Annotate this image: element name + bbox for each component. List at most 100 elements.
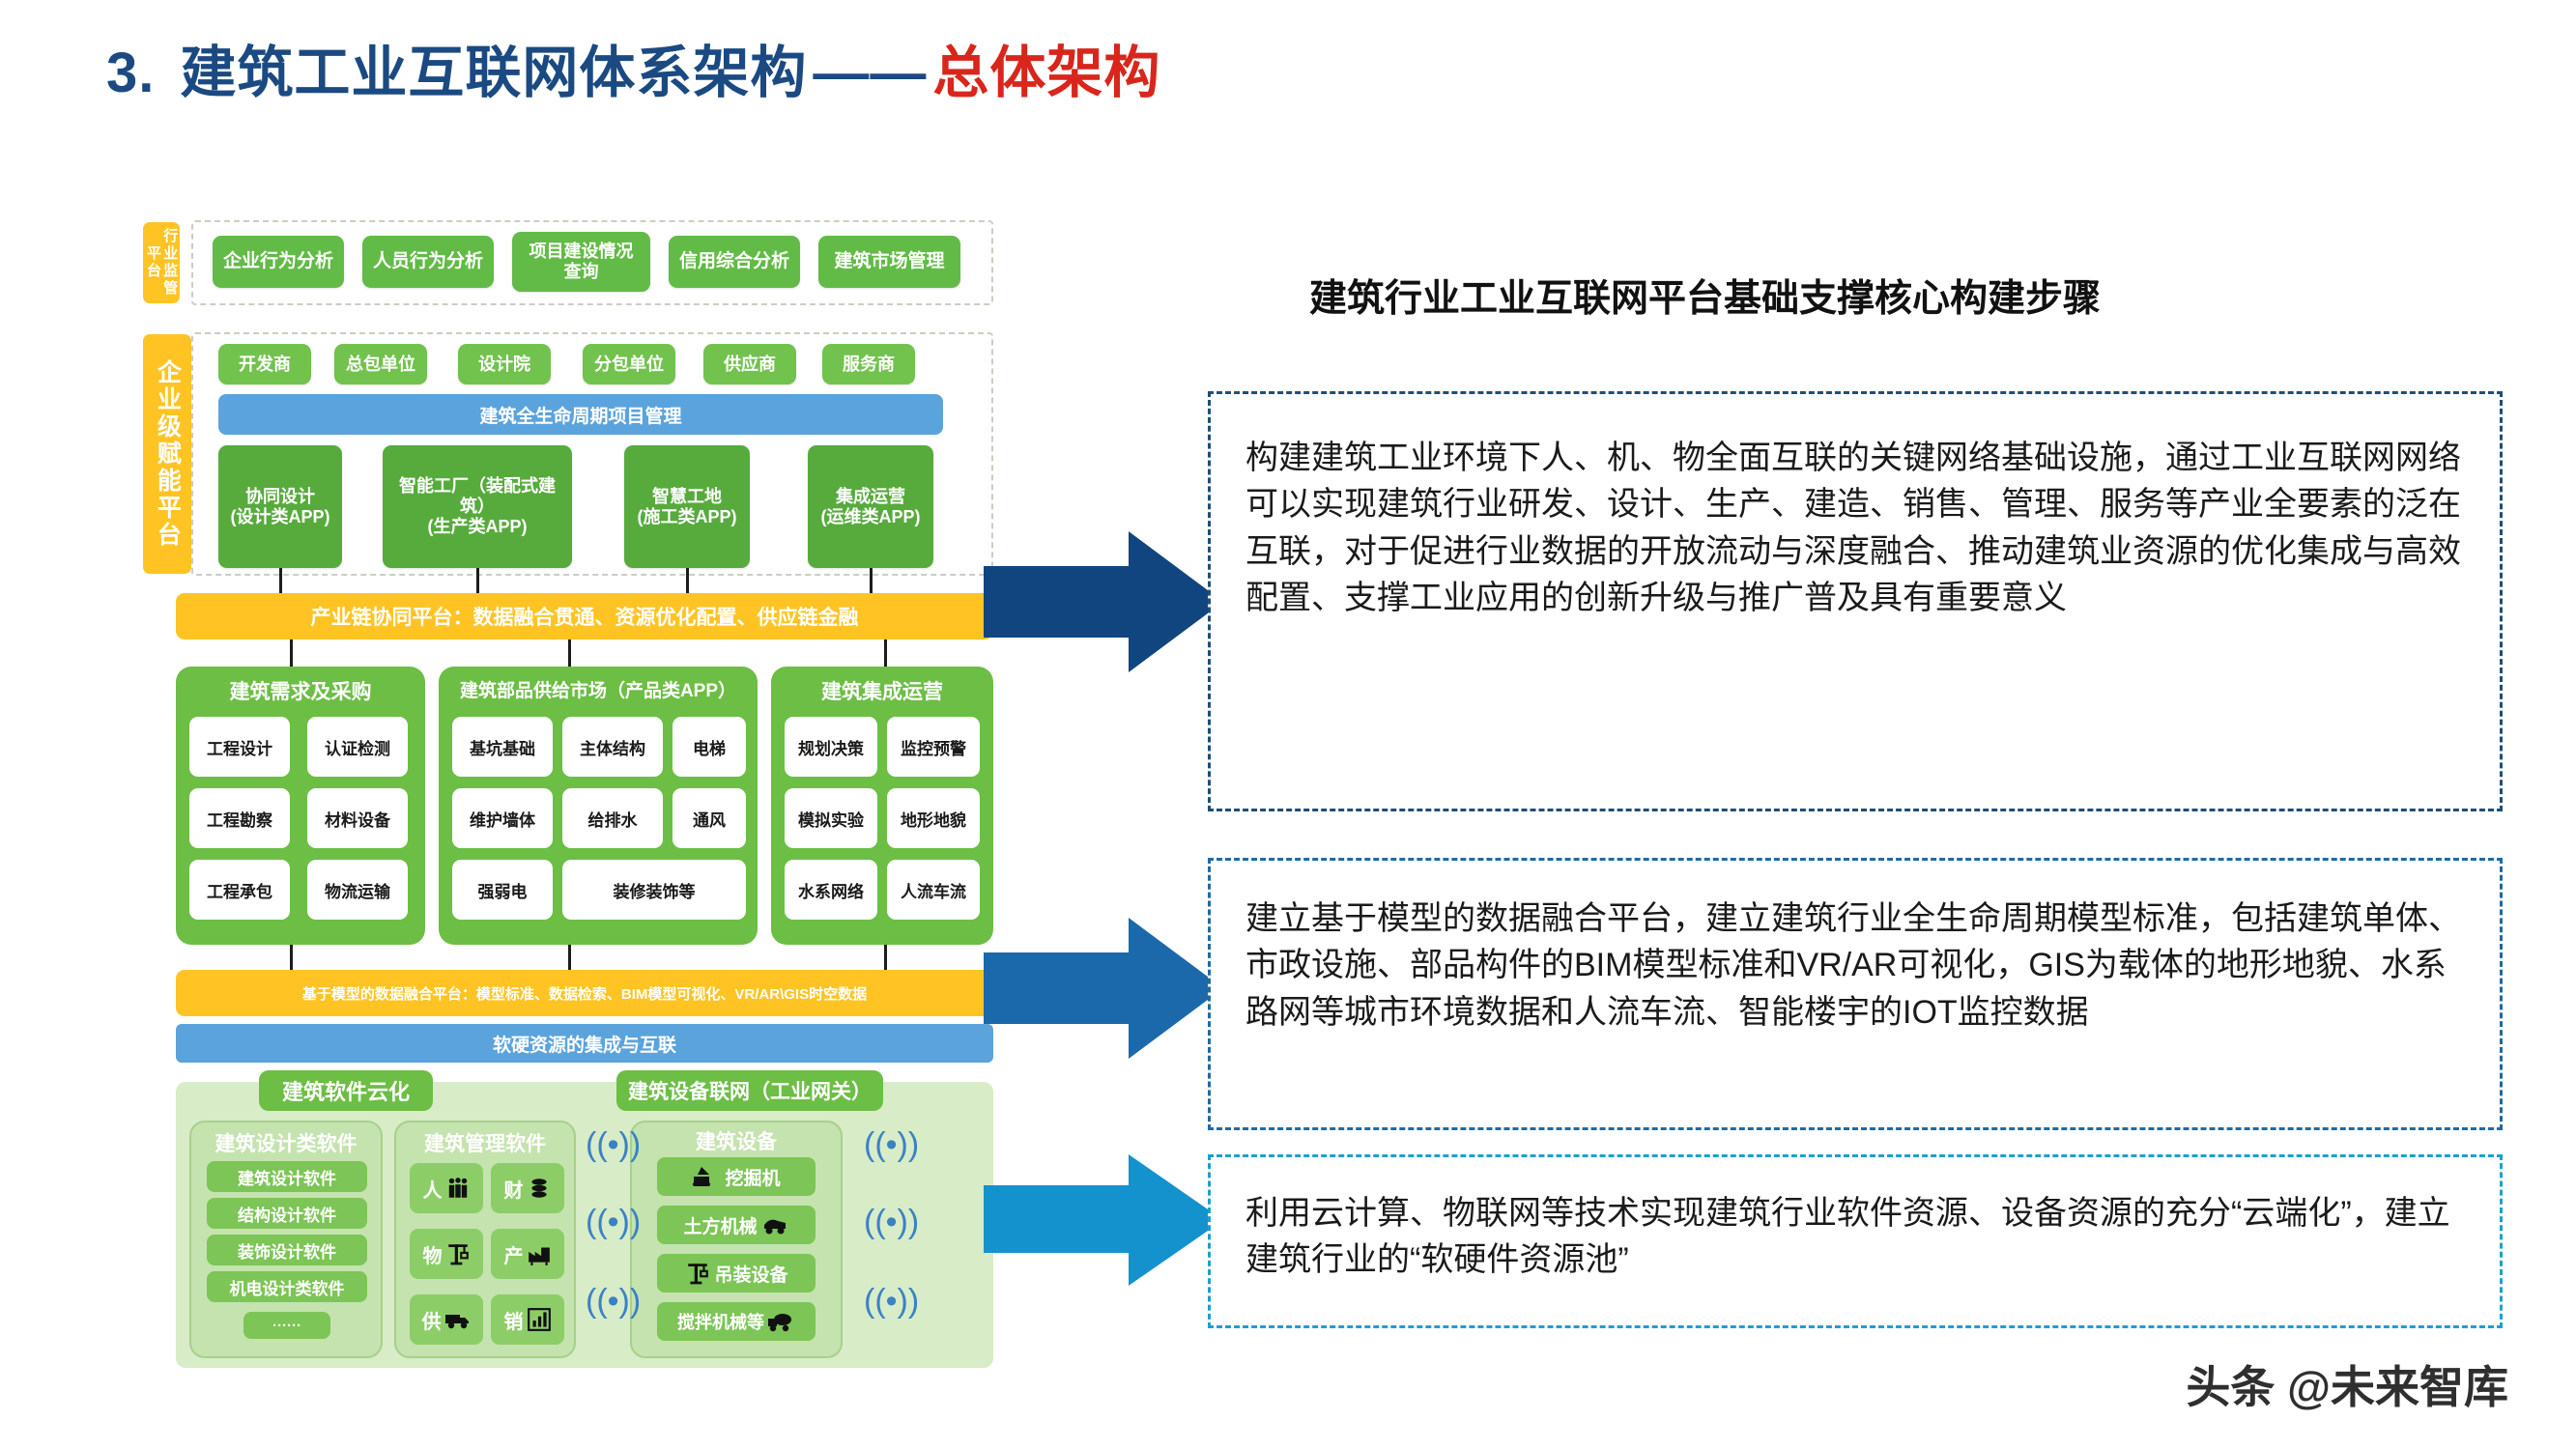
- layer2-container: [191, 332, 993, 576]
- equipment-item-0[interactable]: 挖掘机: [657, 1157, 816, 1196]
- column-0-cell-4[interactable]: 工程承包: [189, 860, 290, 920]
- title-dash: ——: [813, 42, 928, 104]
- column-0-cell-3[interactable]: 材料设备: [307, 788, 408, 848]
- management-tile-0-label: 人: [422, 1179, 443, 1202]
- layer2-app-0[interactable]: 协同设计 (设计类APP): [218, 445, 342, 568]
- wifi-icon-a2: ((•)): [586, 1204, 642, 1240]
- column-0-cell-0[interactable]: 工程设计: [189, 717, 290, 777]
- equipment-item-2[interactable]: 吊装设备: [657, 1254, 816, 1293]
- column-1-cell-1[interactable]: 主体结构: [562, 717, 663, 777]
- layer1-item-3[interactable]: 信用综合分析: [669, 236, 800, 288]
- equipment-iot-label[interactable]: 建筑设备联网（工业网关）: [616, 1070, 883, 1111]
- factory-icon: [528, 1247, 550, 1265]
- layer2-role-3[interactable]: 分包单位: [583, 344, 675, 384]
- wifi-icon-b1: ((•)): [864, 1126, 920, 1163]
- equipment-item-3[interactable]: 搅拌机械等: [657, 1302, 816, 1341]
- layer2-role-4[interactable]: 供应商: [703, 344, 796, 384]
- design-software-item-4[interactable]: ······: [243, 1312, 330, 1339]
- layer2-role-0[interactable]: 开发商: [218, 344, 311, 384]
- info-box-1: 构建建筑工业环境下人、机、物全面互联的关键网络基础设施，通过工业互联网网络可以实…: [1208, 391, 2503, 811]
- connector-app-0: [279, 568, 282, 593]
- management-tile-5-label: 销: [503, 1311, 524, 1333]
- column-1-cell-7[interactable]: 装修装饰等: [562, 860, 746, 920]
- arrow-1-icon: [984, 531, 1223, 672]
- info-box-2-text: 建立基于模型的数据融合平台，建立建筑行业全生命周期模型标准，包括建筑单体、市政设…: [1245, 900, 2461, 1031]
- management-tile-5[interactable]: 销: [491, 1294, 564, 1345]
- column-2-cell-1[interactable]: 监控预警: [887, 717, 980, 777]
- wifi-icon-b2: ((•)): [864, 1204, 920, 1240]
- connector-col-1: [568, 639, 571, 667]
- equipment-item-1-label: 土方机械: [683, 1216, 758, 1237]
- layer2-app-3[interactable]: 集成运营 (运维类APP): [808, 445, 933, 568]
- column-2-cell-3[interactable]: 地形地貌: [887, 788, 980, 848]
- equipment-item-1[interactable]: 土方机械: [657, 1206, 816, 1244]
- column-1-cell-4[interactable]: 给排水: [562, 788, 663, 848]
- design-software-group: 建筑设计类软件 建筑设计软件 结构设计软件 装饰设计软件 机电设计类软件 ···…: [189, 1121, 383, 1358]
- layer1-container: [191, 220, 993, 305]
- model-data-fusion-bar: 基于模型的数据融合平台：模型标准、数据检索、BIM模型可视化、VR/AR\GIS…: [176, 970, 993, 1016]
- management-software-group-label: 建筑管理软件: [424, 1133, 546, 1155]
- software-cloud-label[interactable]: 建筑软件云化: [259, 1070, 433, 1111]
- management-tile-2-label: 物: [422, 1245, 443, 1267]
- connector-col-0-bottom: [290, 945, 293, 970]
- title-main: 建筑工业互联网体系架构: [180, 42, 808, 104]
- design-software-item-3[interactable]: 机电设计类软件: [207, 1271, 367, 1302]
- column-0-cell-2[interactable]: 工程勘察: [189, 788, 290, 848]
- connector-col-0: [290, 639, 293, 667]
- right-panel-heading: 建筑行业工业互联网平台基础支撑核心构建步骤: [1309, 278, 2102, 320]
- connector-app-2: [686, 568, 689, 593]
- layer2-app-2[interactable]: 智慧工地 (施工类APP): [624, 445, 750, 568]
- layer2-app-1[interactable]: 智能工厂（装配式建筑） (生产类APP): [383, 445, 572, 568]
- column-2-cell-2[interactable]: 模拟实验: [785, 788, 877, 848]
- title-number: 3.: [106, 42, 156, 104]
- column-0-cell-5[interactable]: 物流运输: [307, 860, 408, 920]
- lifecycle-management-bar: 建筑全生命周期项目管理: [218, 394, 943, 435]
- connector-col-1-bottom: [568, 945, 571, 970]
- column-2-cell-0[interactable]: 规划决策: [785, 717, 877, 777]
- column-component-supply: 建筑部品供给市场（产品类APP） 基坑基础 主体结构 电梯 维护墙体 给排水 通…: [439, 667, 758, 945]
- design-software-item-1[interactable]: 结构设计软件: [207, 1198, 367, 1229]
- column-1-cell-2[interactable]: 电梯: [673, 717, 746, 777]
- design-software-item-0[interactable]: 建筑设计软件: [207, 1161, 367, 1192]
- column-0-cell-1[interactable]: 认证检测: [307, 717, 408, 777]
- excavator-icon: [693, 1167, 711, 1186]
- title-accent: 总体架构: [932, 42, 1161, 104]
- management-tile-0[interactable]: 人: [410, 1163, 483, 1213]
- column-1-cell-5[interactable]: 通风: [673, 788, 746, 848]
- layer1-item-2-label: 项目建设情况 查询: [529, 242, 634, 281]
- column-1-cell-3[interactable]: 维护墙体: [452, 788, 553, 848]
- column-1-header: 建筑部品供给市场（产品类APP）: [459, 681, 737, 701]
- layer1-item-0[interactable]: 企业行为分析: [213, 236, 344, 288]
- column-2-header: 建筑集成运营: [821, 681, 943, 703]
- column-1-cell-0[interactable]: 基坑基础: [452, 717, 553, 777]
- layer1-item-1[interactable]: 人员行为分析: [362, 236, 494, 288]
- management-tile-2[interactable]: 物: [410, 1229, 483, 1279]
- equipment-group-label: 建筑设备: [696, 1131, 777, 1153]
- arrow-2-icon: [984, 918, 1223, 1059]
- layer2-app-0-label: 协同设计 (设计类APP): [230, 486, 330, 526]
- management-tile-4[interactable]: 供: [410, 1294, 483, 1345]
- layer1-item-2[interactable]: 项目建设情况 查询: [512, 232, 650, 292]
- layer2-app-2-label: 智慧工地 (施工类APP): [637, 486, 737, 526]
- coins-icon: [530, 1179, 547, 1198]
- design-software-group-label: 建筑设计类软件: [215, 1133, 358, 1155]
- column-demand-procurement: 建筑需求及采购 工程设计 认证检测 工程勘察 材料设备 工程承包 物流运输: [176, 667, 425, 945]
- chart-icon: [527, 1308, 551, 1331]
- management-tile-3[interactable]: 产: [491, 1229, 564, 1279]
- layer1-item-4[interactable]: 建筑市场管理: [818, 236, 960, 288]
- design-software-item-2[interactable]: 装饰设计软件: [207, 1235, 367, 1265]
- layer2-app-3-label: 集成运营 (运维类APP): [820, 486, 921, 526]
- page-title: 3. 建筑工业互联网体系架构——总体架构: [106, 27, 1160, 108]
- column-2-cell-5[interactable]: 人流车流: [887, 860, 980, 920]
- info-box-2: 建立基于模型的数据融合平台，建立建筑行业全生命周期模型标准，包括建筑单体、市政设…: [1208, 858, 2503, 1130]
- management-tile-1[interactable]: 财: [491, 1163, 564, 1213]
- layer2-role-5[interactable]: 服务商: [822, 344, 915, 384]
- column-1-cell-6[interactable]: 强弱电: [452, 860, 553, 920]
- layer2-role-1[interactable]: 总包单位: [334, 344, 427, 384]
- layer2-role-2[interactable]: 设计院: [458, 344, 551, 384]
- info-box-3: 利用云计算、物联网等技术实现建筑行业软件资源、设备资源的充分“云端化”，建立建筑…: [1208, 1154, 2503, 1328]
- earthmover-icon: [763, 1219, 786, 1235]
- bottom-resources-panel: 建筑软件云化 建筑设备联网（工业网关） 建筑设计类软件 建筑设计软件 结构设计软…: [176, 1070, 993, 1368]
- column-2-cell-4[interactable]: 水系网络: [785, 860, 877, 920]
- connector-app-3: [870, 568, 873, 593]
